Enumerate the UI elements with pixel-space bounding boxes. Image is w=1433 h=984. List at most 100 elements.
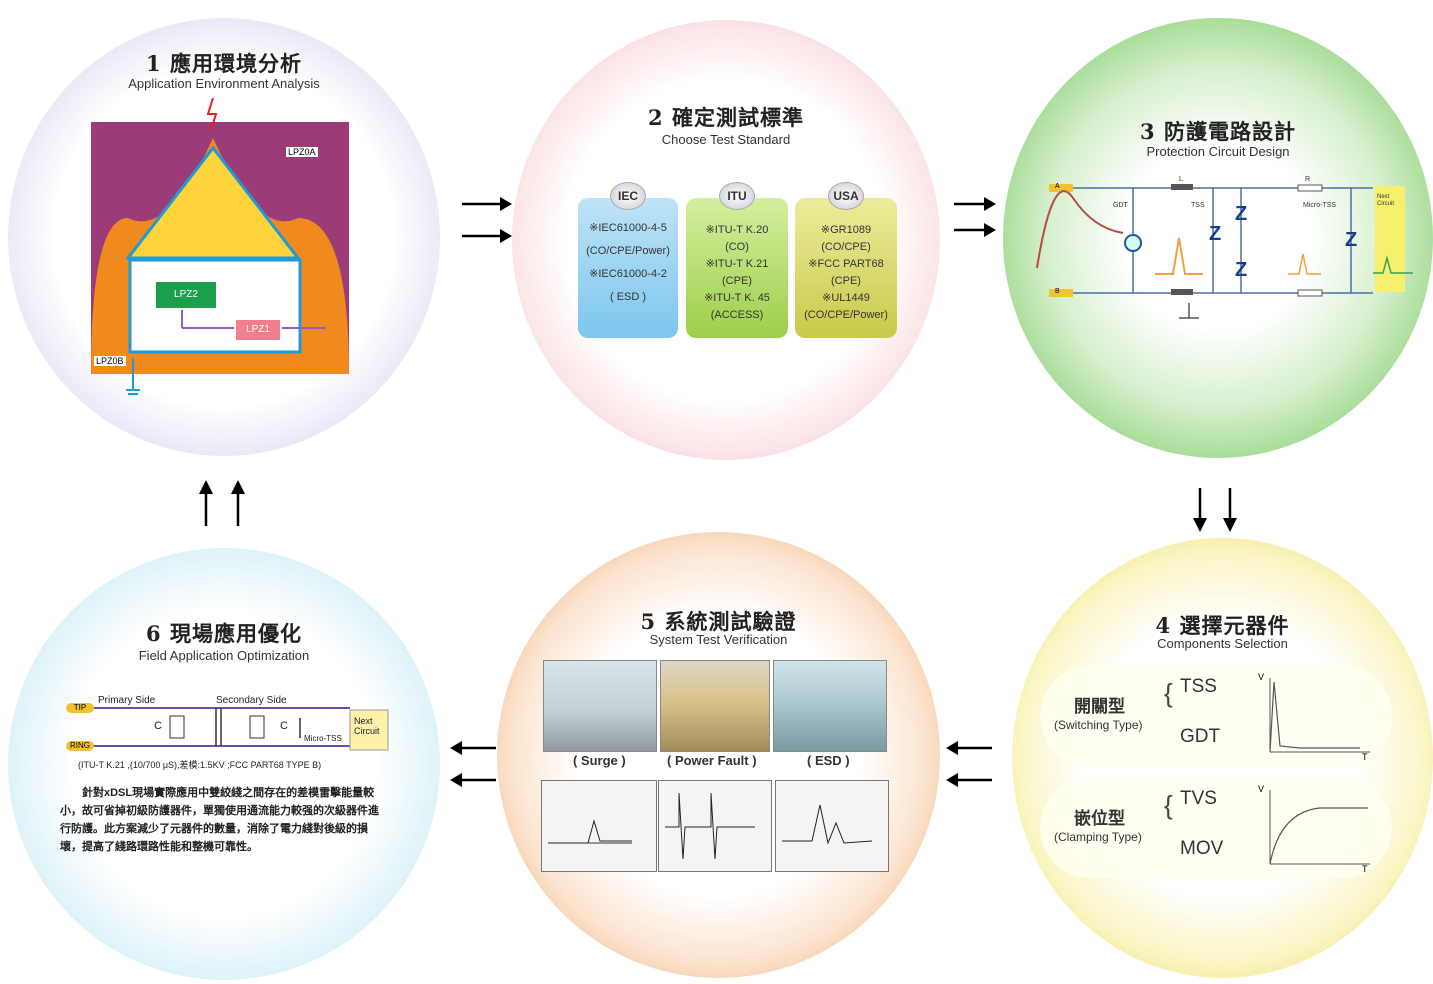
zone-label-lpz0b: LPZ0B (94, 356, 126, 366)
step4-subtitle: Components Selection (1157, 636, 1288, 651)
gdt-label: GDT (1113, 202, 1128, 209)
surge-waveform-scope (541, 780, 657, 872)
svg-text:Z: Z (1345, 229, 1357, 251)
node-label-b: B (1055, 288, 1060, 295)
power-fault-waveform-scope (658, 780, 772, 872)
esd-test-photo (773, 660, 887, 752)
surge-test-photo (543, 660, 657, 752)
test-label-surge: ( Surge ) (573, 753, 626, 768)
axis-label-v: V (1258, 784, 1265, 794)
axis-label-v: V (1258, 672, 1265, 682)
test-label-esd: ( ESD ) (807, 753, 850, 768)
group-name: 嵌位型 (1074, 809, 1125, 829)
next-circuit-label: Next Circuit (1377, 194, 1395, 207)
esd-waveform-scope (775, 780, 889, 872)
arrow-right-icon (954, 197, 996, 237)
component-item: GDT (1180, 726, 1221, 747)
axis-label-t: T (1362, 752, 1368, 762)
lightning-zone-diagram (91, 97, 349, 395)
step5-title: 5 系統測試驗證 (640, 609, 797, 634)
standard-line: ※IEC61000-4-2 (589, 268, 667, 280)
standard-head-usa: USA (828, 182, 864, 210)
component-group-clamping: 嵌位型 (Clamping Type) { TVS MOV V T (1040, 778, 1392, 878)
ring-label: RING (66, 741, 94, 751)
power-fault-test-photo (660, 660, 770, 752)
standard-box-iec: IEC ※IEC61000-4-5 (CO/CPE/Power) ※IEC610… (578, 182, 678, 338)
switching-waveform (1269, 678, 1370, 753)
brace-icon: { (1164, 790, 1173, 820)
step4-title: 4 選擇元器件 (1155, 613, 1290, 638)
standard-line: ※UL1449 (822, 292, 870, 304)
component-item: TSS (1180, 676, 1217, 697)
standard-line: ※IEC61000-4-5 (589, 222, 667, 234)
step6-circle: 6 現場應用優化 Field Application Optimization … (8, 548, 440, 980)
inductor-label: L (1179, 176, 1183, 183)
group-name: 開關型 (1074, 697, 1125, 717)
svg-text:Z: Z (1209, 223, 1221, 245)
standard-box-itu: ITU ※ITU-T K.20 (CO) ※ITU-T K.21 (CPE) ※… (686, 182, 788, 338)
zone-label-lpz1: LPZ1 (234, 318, 282, 342)
step1-subtitle: Application Environment Analysis (128, 76, 320, 91)
standard-line: ( ESD ) (609, 291, 647, 303)
arrow-up-icon (199, 480, 245, 526)
tss-label: TSS (1191, 202, 1205, 209)
primary-side-label: Primary Side (98, 695, 156, 706)
group-type: (Clamping Type) (1054, 830, 1142, 844)
standard-line: (CO/CPE/Power) (804, 309, 888, 321)
resistor-label: R (1305, 176, 1311, 183)
standard-head-iec: IEC (610, 182, 646, 210)
step6-subtitle: Field Application Optimization (138, 648, 310, 663)
step3-circle: 3 防護電路設計 Protection Circuit Design Z Z Z… (1003, 18, 1433, 458)
component-item: TVS (1180, 788, 1217, 809)
standard-line: (CO) (725, 241, 749, 253)
component-group-switching: 開關型 (Switching Type) { TSS GDT V T (1040, 666, 1392, 766)
step3-subtitle: Protection Circuit Design (1146, 144, 1290, 159)
clamping-waveform (1269, 790, 1370, 865)
arrow-right-icon (462, 197, 512, 243)
step5-subtitle: System Test Verification (649, 632, 788, 647)
micro-tss-label: Micro-TSS (1303, 202, 1337, 209)
svg-text:Z: Z (1235, 259, 1247, 281)
arrow-down-icon (1193, 488, 1237, 532)
spec-text: (ITU-T K.21 ,(10/700 μS),差模:1.5KV ;FCC P… (78, 760, 322, 770)
xdsl-protection-circuit (88, 707, 389, 751)
test-label-power-fault: ( Power Fault ) (667, 753, 757, 768)
standard-line: ※ITU-T K.20 (705, 224, 769, 236)
standard-line: (CPE) (722, 275, 752, 287)
zone-label-lpz0a: LPZ0A (286, 147, 318, 157)
standard-line: (CPE) (831, 275, 861, 287)
tip-label: TIP (66, 703, 94, 713)
step4-circle: 4 選擇元器件 Components Selection 開關型 (Switch… (1012, 538, 1433, 978)
standard-line: ※ITU-T K. 45 (704, 292, 770, 304)
standard-line: (CO/CPE) (821, 241, 871, 253)
zone-label-lpz2: LPZ2 (154, 280, 218, 310)
standard-line: ※GR1089 (820, 224, 872, 236)
protection-circuit-diagram: Z Z Z Z (1036, 184, 1413, 319)
standard-line: (ACCESS) (710, 309, 764, 321)
next-circuit-label: Next Circuit (354, 716, 380, 736)
standard-line: ※FCC PART68 (808, 258, 884, 270)
axis-label-t: T (1362, 864, 1368, 874)
arrow-left-icon (946, 741, 992, 787)
capacitor-label: C (280, 720, 288, 732)
arrow-left-icon (450, 741, 496, 787)
step2-circle: 2 確定測試標準 Choose Test Standard IEC ※IEC61… (512, 20, 940, 460)
standard-head-itu: ITU (719, 182, 755, 210)
micro-tss-label: Micro-TSS (304, 734, 342, 743)
standard-line: ※ITU-T K.21 (705, 258, 769, 270)
step5-circle: 5 系統測試驗證 System Test Verification ( Surg… (497, 532, 940, 978)
standard-box-usa: USA ※GR1089 (CO/CPE) ※FCC PART68 (CPE) ※… (795, 182, 897, 338)
svg-text:Z: Z (1235, 203, 1247, 225)
component-item: MOV (1180, 838, 1224, 859)
step1-title: 1 應用環境分析 (146, 51, 302, 76)
capacitor-label: C (154, 720, 162, 732)
step2-title: 2 確定測試標準 (648, 105, 804, 130)
step6-title: 6 現場應用優化 (146, 621, 302, 646)
standard-line: (CO/CPE/Power) (586, 245, 670, 257)
secondary-side-label: Secondary Side (216, 695, 287, 706)
step2-subtitle: Choose Test Standard (661, 132, 791, 147)
description-text: 針對xDSL現場實際應用中雙絞綫之間存在的差模雷擊能量較小，故可省掉初級防護器件… (60, 787, 379, 853)
step1-circle: 1 應用環境分析 Application Environment Analysi… (8, 18, 440, 456)
lightning-icon (206, 97, 218, 131)
step3-title: 3 防護電路設計 (1140, 119, 1296, 144)
